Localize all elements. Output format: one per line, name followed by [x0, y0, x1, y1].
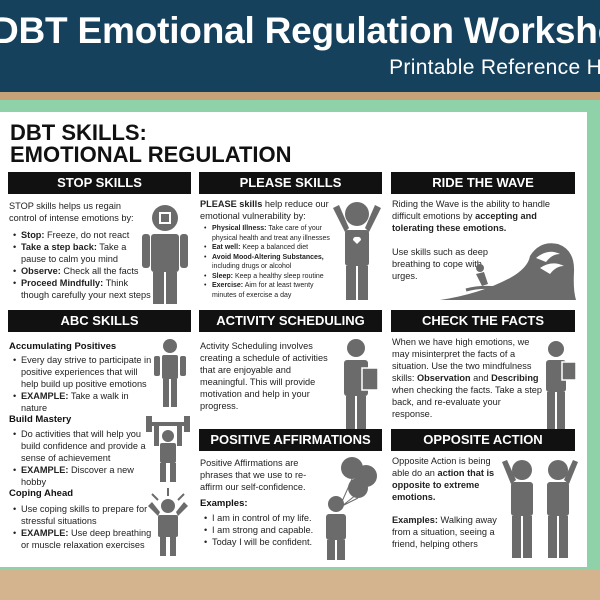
coping-ahead-title: Coping Ahead	[9, 488, 74, 499]
list-item: Physical Illness: Take care of your phys…	[204, 224, 337, 243]
positive-affirmations-heading: POSITIVE AFFIRMATIONS	[199, 429, 382, 451]
walking-person-icon	[154, 339, 186, 407]
header-banner: DBT Emotional Regulation Workshe Printab…	[0, 0, 600, 92]
affirm-text: Positive Affirmations are phrases that w…	[200, 458, 307, 492]
list-item: Observe: Check all the facts	[13, 265, 153, 277]
opposite-action-heading: OPPOSITE ACTION	[391, 429, 575, 451]
list-item: I am in control of my life.	[204, 512, 334, 524]
build-list: Do activities that will help you build c…	[13, 428, 153, 488]
ride-the-wave-heading: RIDE THE WAVE	[391, 172, 575, 194]
person-reading-icon	[546, 341, 577, 430]
list-item: Today I will be confident.	[204, 536, 334, 548]
list-item: Do activities that will help you build c…	[13, 428, 153, 464]
banner-title: DBT Emotional Regulation Workshe	[0, 10, 600, 51]
abc-skills-heading: ABC SKILLS	[8, 310, 191, 332]
please-list: Physical Illness: Take care of your phys…	[204, 224, 337, 300]
opposite-text: Opposite Action is being able do an acti…	[392, 456, 495, 502]
ride-text-1: Riding the Wave is the ability to handle…	[392, 199, 550, 233]
check-the-facts-heading: CHECK THE FACTS	[391, 310, 575, 332]
balloons-person-icon	[326, 457, 377, 560]
wave-surfer-icon	[440, 243, 576, 300]
person-with-clipboard-icon	[344, 339, 379, 430]
stop-person-icon	[142, 205, 188, 304]
accumulating-positives-title: Accumulating Positives	[9, 341, 117, 352]
list-item: Sleep: Keep a healthy sleep routine	[204, 272, 337, 282]
list-item: Every day strive to participate in posit…	[13, 354, 153, 390]
list-item: Stop: Freeze, do not react	[13, 229, 153, 241]
affirm-list: I am in control of my life. I am strong …	[204, 512, 334, 548]
stop-intro: STOP skills helps us regain control of i…	[9, 201, 134, 223]
stop-list: Stop: Freeze, do not react Take a step b…	[13, 229, 153, 301]
two-people-icon	[502, 460, 578, 558]
list-item: Eat well: Keep a balanced diet	[204, 243, 337, 253]
opposite-examples: Examples: Walking away from a situation,…	[392, 515, 497, 549]
activity-text: Activity Scheduling involves creating a …	[200, 341, 328, 411]
banner-subtitle: Printable Reference Han	[389, 56, 600, 79]
worksheet-title: DBT SKILLS: EMOTIONAL REGULATION	[10, 120, 292, 167]
list-item: Use coping skills to prepare for stressf…	[13, 503, 153, 527]
list-item: EXAMPLE: Take a walk in nature	[13, 390, 153, 414]
weightlifter-icon	[146, 416, 190, 482]
list-item: Avoid Mood-Altering Substances, includin…	[204, 253, 337, 272]
please-skills-heading: PLEASE SKILLS	[199, 172, 382, 194]
stressed-person-icon	[148, 488, 188, 556]
list-item: Take a step back: Take a pause to calm y…	[13, 241, 153, 265]
wooden-table	[0, 570, 600, 600]
please-intro: PLEASE skills help reduce our emotional …	[200, 199, 329, 221]
list-item: Exercise: Aim for at least twenty minute…	[204, 281, 337, 300]
build-mastery-title: Build Mastery	[9, 414, 72, 425]
stop-skills-heading: STOP SKILLS	[8, 172, 191, 194]
happy-person-icon	[333, 202, 381, 300]
accum-list: Every day strive to participate in posit…	[13, 354, 153, 414]
list-item: Proceed Mindfully: Think though carefull…	[13, 277, 153, 301]
cope-list: Use coping skills to prepare for stressf…	[13, 503, 153, 551]
worksheet: DBT SKILLS: EMOTIONAL REGULATION STOP SK…	[0, 112, 587, 567]
list-item: I am strong and capable.	[204, 524, 334, 536]
activity-scheduling-heading: ACTIVITY SCHEDULING	[199, 310, 382, 332]
list-item: EXAMPLE: Use deep breathing or muscle re…	[13, 527, 153, 551]
facts-text: When we have high emotions, we may misin…	[392, 337, 542, 419]
ride-text-2: Use skills such as deep breathing to cop…	[392, 247, 489, 281]
affirm-examples-label: Examples:	[200, 498, 248, 509]
list-item: EXAMPLE: Discover a new hobby	[13, 464, 153, 488]
